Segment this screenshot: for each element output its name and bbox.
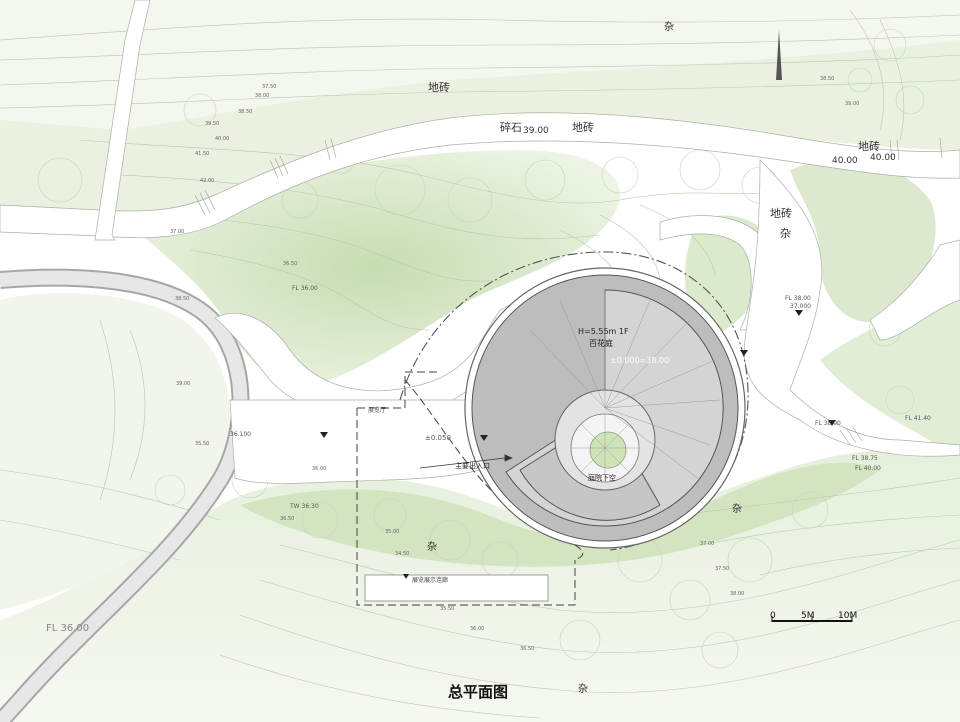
contour-label: 36.00 [312,466,326,472]
scale-tick-10m: 10M [838,611,857,621]
annex-corridor [364,574,549,602]
atrium-garden [589,431,627,469]
road-level-right-a: 40.00 [832,156,858,166]
contour-label: 40.00 [215,136,229,142]
north-arrow-icon [776,30,782,80]
gallery-label: 展览厅 [368,406,386,414]
contour-label: 36.50 [280,516,294,522]
building-floor-level: ±0.000=38.00 [610,356,669,365]
contour-labels: 37.50 38.00 38.50 39.50 40.00 41.50 42.00 37.00… [170,76,859,652]
road-level-top: 39.00 [523,126,549,136]
fl-label-east-3: FL 41.40 [905,415,931,422]
misc-label-south: 杂 [427,541,437,553]
road-level-right-b: 40.00 [870,153,896,163]
entrance-label: 主要出入口 [455,461,490,470]
contour-label: 36.50 [283,261,297,267]
paved-paths [0,0,960,484]
atrium-radials [571,414,639,482]
building [464,267,746,549]
contour-label: 39.50 [205,121,219,127]
contour-label: 37.50 [715,566,729,572]
page-title: 总平面图 [448,683,508,701]
crushed-stone-label: 碎石 [500,120,522,134]
paving-label-right: 地砖 [858,139,880,153]
building-setback [399,251,749,551]
scale-tick-5m: 5M [801,611,815,621]
contour-label: 35.50 [195,441,209,447]
pad-label-west: 36.100 [230,431,251,438]
contour-label: 35.50 [440,606,454,612]
contour-label: 38.50 [820,76,834,82]
contour-label: 36.00 [470,626,484,632]
entry-level-label: ±0.050 [425,434,451,442]
paving-label-east-2: 杂 [780,227,791,240]
roof-rafters [529,290,721,481]
fl-label-east-1: FL 38.00 [785,295,811,302]
contour-label: 41.50 [195,151,209,157]
contour-label: 38.50 [175,296,189,302]
fl-label-bottom-left: FL 36.00 [46,623,89,634]
contour-label: 37.50 [262,84,276,90]
paving-label-top: 地砖 [428,80,450,94]
misc-label-bottom: 杂 [578,683,588,695]
contour-label: 38.00 [730,591,744,597]
scale-tick-0: 0 [770,611,776,621]
fl-label-east-5: FL 40.00 [855,465,881,472]
level-markers [320,310,836,579]
stairs [194,137,943,446]
building-height-label: H=5.55m 1F [578,327,629,336]
contour-label: 37.00 [170,229,184,235]
annex-label: 展览展示连廊 [412,576,448,584]
entrance-arrow [419,454,514,469]
contour-label: 42.00 [200,178,214,184]
fl-label-east-4: FL 38.75 [852,455,878,462]
tw-label-west: TW 36.30 [289,503,319,510]
labels: 地砖 碎石 地砖 39.00 地砖 40.00 40.00 地砖 杂 杂 杂 杂… [46,21,931,695]
pad-label-east: 37.000 [790,303,811,310]
contour-label: 36.50 [520,646,534,652]
paving-label-road: 地砖 [572,120,594,134]
building-name-label: 百花庭 [589,338,613,348]
contour-label: 38.00 [255,93,269,99]
scale-bar: 0 5M 10M [770,611,857,622]
paving-label-east-1: 地砖 [770,206,792,220]
atrium-label: 庭院下空 [588,473,616,482]
contour-label: 34.50 [395,551,409,557]
contour-label: 35.00 [385,529,399,535]
contour-lines [0,9,960,719]
fl-label-east-2: FL 38.00 [815,420,841,427]
contour-label: 39.00 [176,381,190,387]
contour-label: 37.00 [700,541,714,547]
misc-label-top: 杂 [664,21,674,33]
misc-label-east: 杂 [732,503,742,515]
contour-label: 38.50 [238,109,252,115]
contour-label: 39.00 [845,101,859,107]
fl-label-west-1: FL 36.00 [292,285,318,292]
